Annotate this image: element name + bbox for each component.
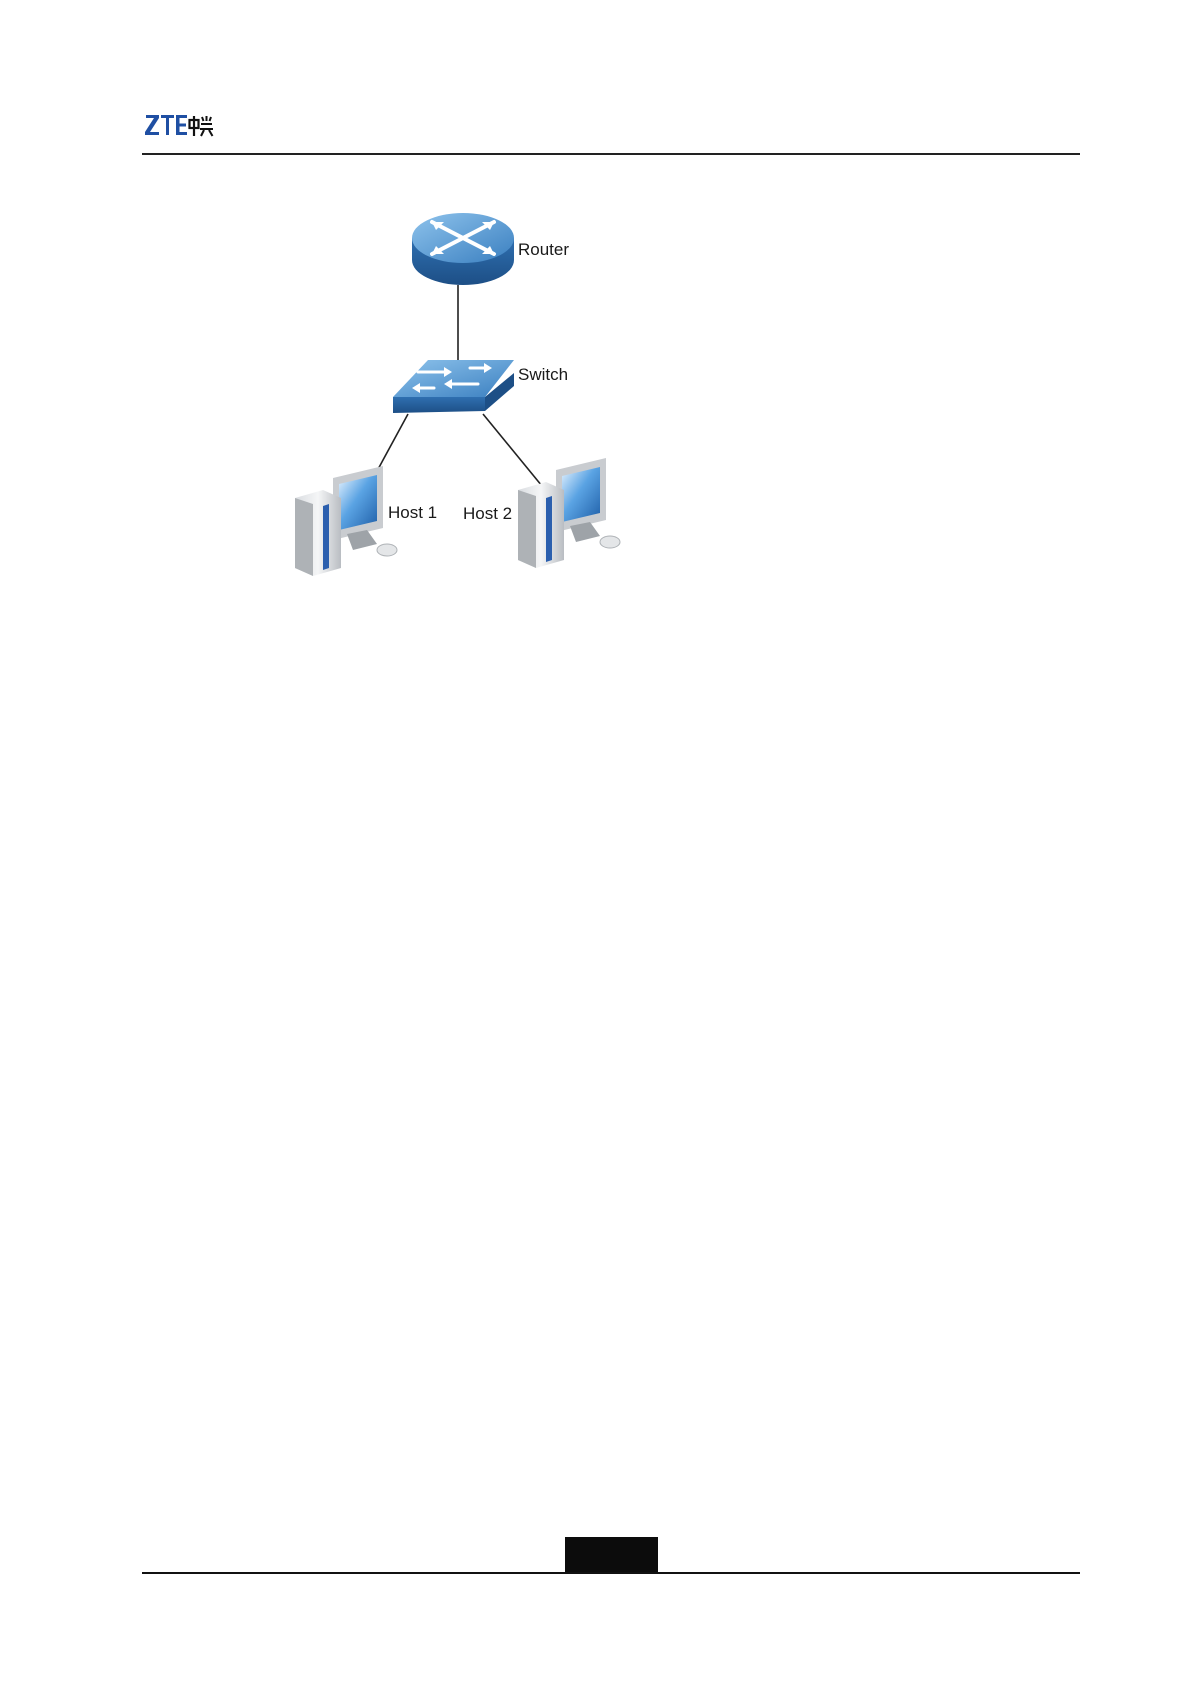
computer-icon-host1	[295, 466, 397, 576]
network-diagram	[0, 0, 1191, 700]
host2-label: Host 2	[463, 504, 512, 524]
host1-label: Host 1	[388, 503, 437, 523]
switch-label: Switch	[518, 365, 568, 385]
footer-rule	[142, 1572, 1080, 1574]
page-number-tab	[565, 1537, 658, 1573]
router-label: Router	[518, 240, 569, 260]
switch-icon	[393, 360, 514, 413]
router-icon	[412, 213, 514, 285]
